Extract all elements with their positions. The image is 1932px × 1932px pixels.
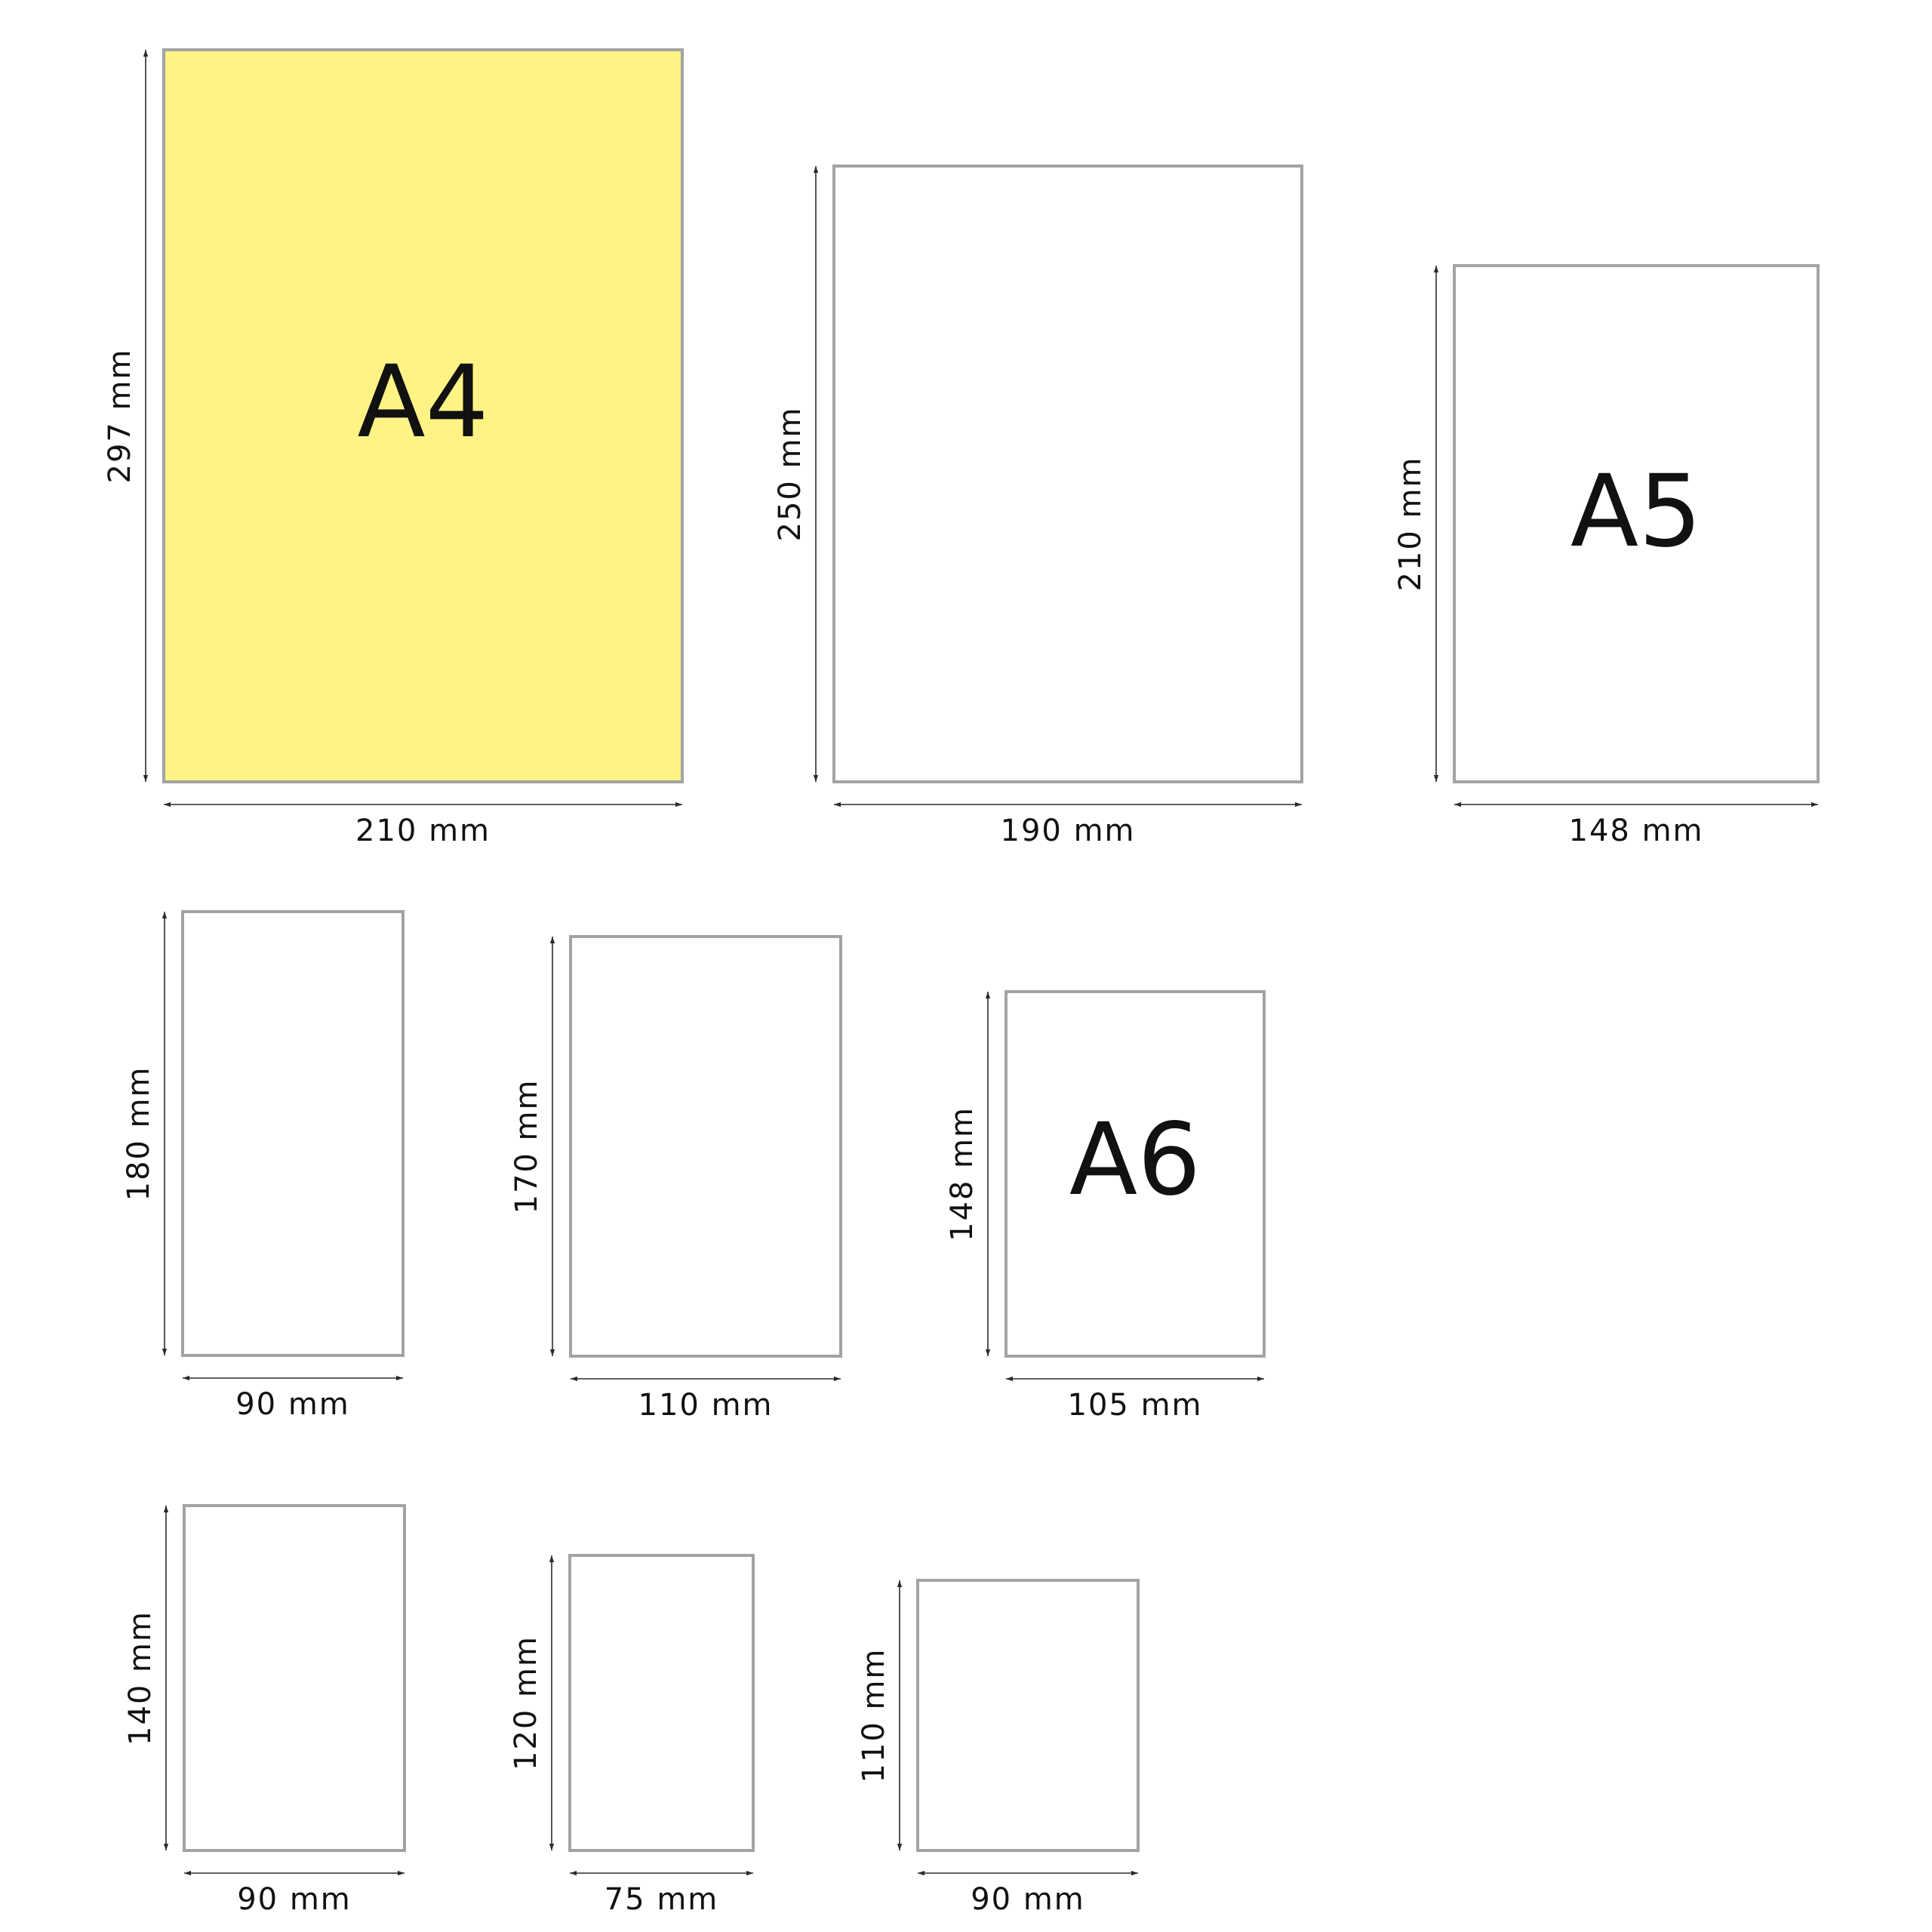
height-label: 180 mm (122, 1066, 156, 1201)
format-name-label: A6 (1069, 1102, 1201, 1218)
sheet-outline (162, 48, 684, 783)
sheet-outline (1453, 264, 1820, 783)
paper-format-6: 105 mm 148 mm A6 (945, 990, 1266, 1423)
sheet-outline (832, 165, 1303, 783)
paper-format-3: 148 mm 210 mm A5 (1393, 264, 1820, 848)
height-label: 297 mm (103, 349, 137, 484)
sheet-outline (1004, 990, 1266, 1358)
height-label: 110 mm (857, 1648, 891, 1783)
height-label: 120 mm (509, 1635, 543, 1770)
sheet-outline (568, 1554, 755, 1852)
width-label: 148 mm (1569, 814, 1704, 848)
paper-format-9: 90 mm 110 mm (857, 1579, 1140, 1917)
sheet-outline (181, 910, 405, 1357)
height-label: 140 mm (123, 1611, 158, 1746)
width-label: 190 mm (1001, 814, 1136, 848)
height-label: 210 mm (1393, 457, 1428, 592)
height-label: 148 mm (945, 1106, 980, 1241)
format-name-label: A4 (357, 344, 488, 460)
paper-format-1: 210 mm 297 mm A4 (103, 48, 684, 848)
height-label: 250 mm (773, 407, 808, 542)
width-label: 105 mm (1068, 1388, 1203, 1423)
width-label: 210 mm (355, 814, 491, 848)
height-label: 170 mm (509, 1079, 544, 1214)
sheet-outline (183, 1504, 406, 1852)
width-label: 90 mm (235, 1387, 350, 1422)
paper-format-2: 190 mm 250 mm (773, 165, 1303, 848)
paper-format-4: 90 mm 180 mm (122, 910, 405, 1422)
width-label: 110 mm (638, 1388, 774, 1423)
format-name-label: A5 (1571, 454, 1702, 570)
paper-format-5: 110 mm 170 mm (509, 935, 842, 1423)
paper-format-7: 90 mm 140 mm (123, 1504, 406, 1917)
sheet-outline (916, 1579, 1140, 1852)
width-label: 75 mm (605, 1882, 719, 1917)
width-label: 90 mm (237, 1882, 352, 1917)
width-label: 90 mm (971, 1882, 1085, 1917)
sheet-outline (569, 935, 842, 1358)
paper-format-8: 75 mm 120 mm (509, 1554, 755, 1917)
